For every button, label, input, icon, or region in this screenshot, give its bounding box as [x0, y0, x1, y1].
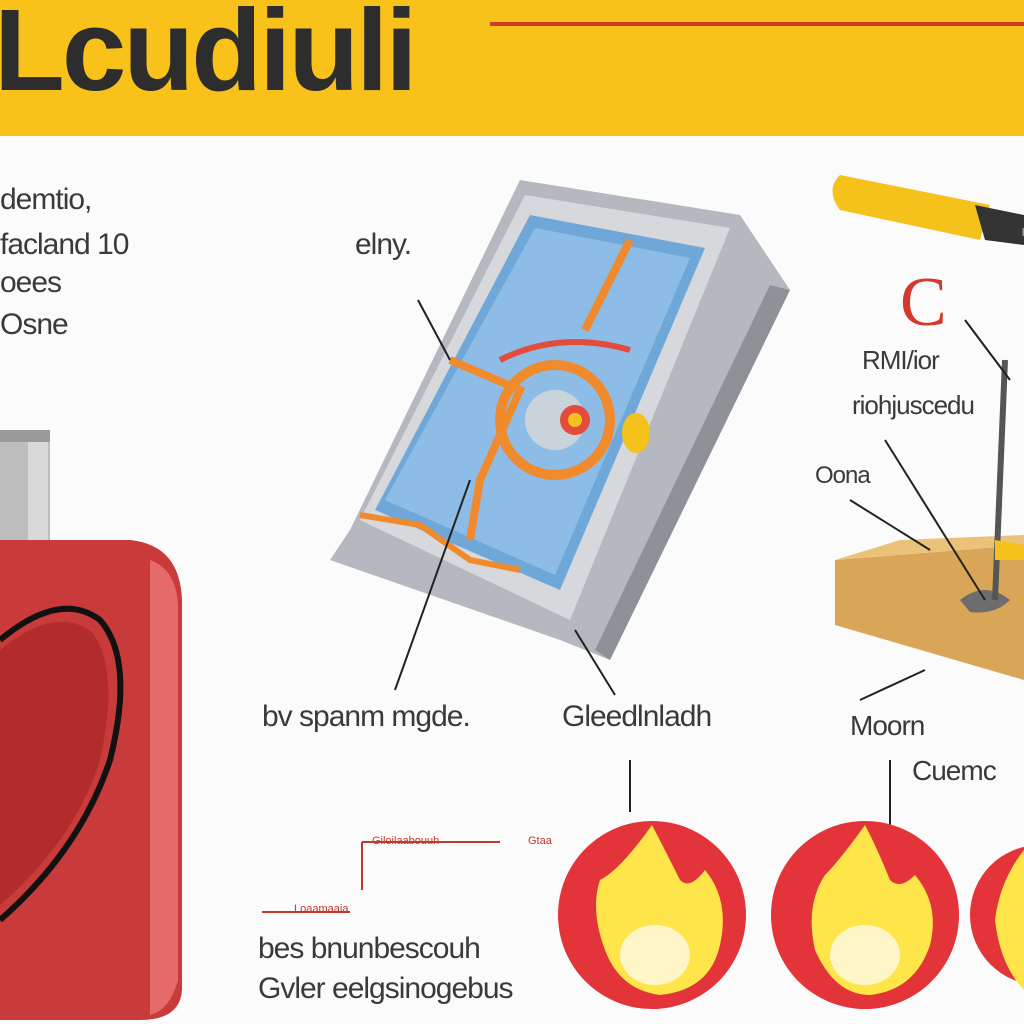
- flame-circle-1-icon: [558, 821, 746, 1009]
- small-red-label-3: Loaamaaia: [294, 903, 349, 915]
- right-label-cueme: Cuemc: [912, 755, 997, 786]
- right-label-moorn: Moorn: [850, 710, 925, 741]
- c-letter-text: C: [900, 264, 947, 341]
- right-label-1: RMI/ior: [862, 345, 940, 375]
- center-top-label: elny.: [355, 228, 412, 261]
- banner-rule: [490, 22, 1024, 26]
- banner-title: Lcudiuli: [0, 0, 418, 115]
- bottom-label-1: bes bnunbescouh: [258, 932, 481, 965]
- left-label-4: Osne: [0, 308, 69, 341]
- flame-circle-3-icon: [970, 846, 1024, 990]
- small-red-label-1: Giloilaabouuh: [372, 835, 440, 847]
- device-tray-icon: [330, 180, 790, 660]
- right-label-onna: Oona: [815, 462, 871, 489]
- middle-label-right: Gleedlnladh: [562, 700, 712, 733]
- middle-label-left: bv spanm mgde.: [262, 700, 471, 733]
- small-red-label-2: Gtaa: [528, 835, 552, 847]
- left-label-3: oees: [0, 266, 62, 299]
- soldering-iron-icon: [832, 175, 1024, 680]
- left-label-1: demtio,: [0, 183, 92, 216]
- right-label-2: riohjuscedu: [852, 390, 975, 420]
- title-banner: Lcudiuli: [0, 0, 1024, 136]
- leader-lines: [394, 299, 1011, 830]
- bottom-label-2: Gvler eelgsinogebus: [258, 972, 514, 1005]
- flame-circle-2-icon: [771, 821, 959, 1009]
- red-bottle-icon: [0, 430, 182, 1020]
- red-bracket-lines: [262, 841, 500, 913]
- left-label-2: facland 10: [0, 228, 129, 261]
